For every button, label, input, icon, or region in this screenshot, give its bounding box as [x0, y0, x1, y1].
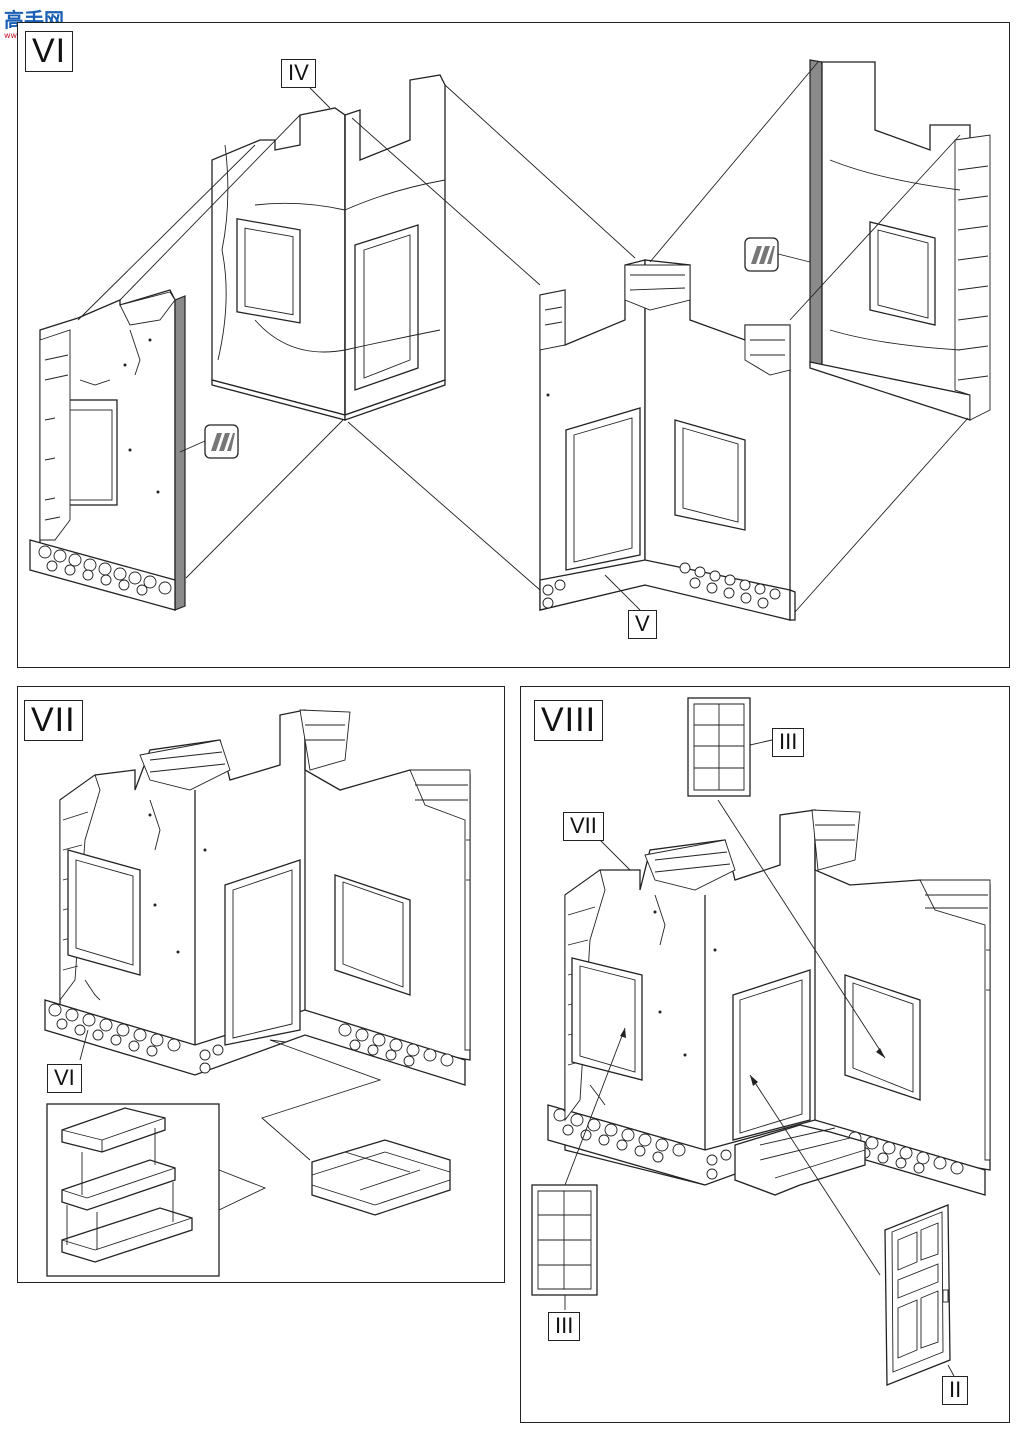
part-iii-top-label: III: [772, 728, 805, 757]
part-vi-label: VI: [47, 1064, 82, 1093]
door-part-ii: [884, 1204, 956, 1386]
right-wall-piece: [809, 59, 991, 421]
house-piece-v: [539, 259, 796, 621]
step-viii-label: VIII: [534, 700, 604, 741]
part-ii-label: II: [942, 1376, 969, 1405]
assembly-arrows: [77, 61, 969, 613]
steps-detail: [61, 1107, 193, 1263]
window-part-iii-top: [687, 697, 773, 797]
corner-piece-iv: [211, 74, 446, 421]
part-vii-label: VII: [563, 812, 604, 841]
step-vi-label: VI: [25, 31, 74, 72]
assembly-arrows-viii: [564, 799, 886, 1276]
glue-icon: [204, 424, 239, 459]
assembled-house-viii: [547, 809, 991, 1196]
left-wall-piece: [29, 289, 186, 611]
part-iii-bottom-label: III: [548, 1312, 581, 1341]
glue-icon: [744, 237, 779, 272]
steps-parts: [311, 1139, 451, 1216]
assembled-house-vii: [44, 709, 471, 1086]
part-iv-label: IV: [281, 59, 316, 88]
part-v-label: V: [628, 610, 657, 639]
window-part-iii-bottom: [531, 1184, 598, 1310]
step-vii-label: VII: [24, 700, 83, 741]
